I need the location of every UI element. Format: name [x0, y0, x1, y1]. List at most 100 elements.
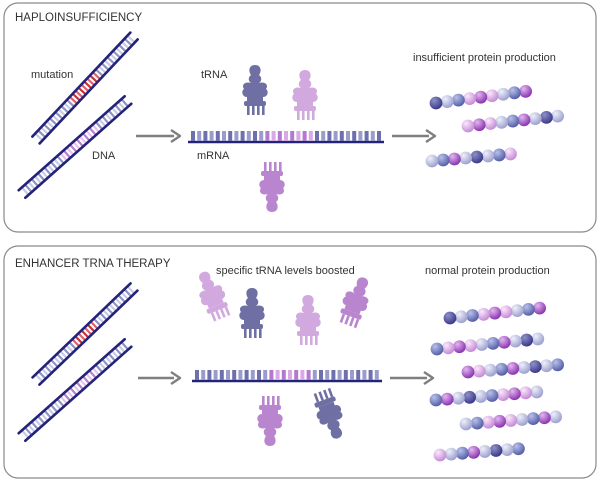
- trna-label: tRNA: [201, 69, 228, 81]
- amino-acid-bead: [533, 301, 546, 315]
- codon: [213, 370, 218, 380]
- trna-anticodon-leg: [312, 111, 315, 120]
- dna-base-pair: [49, 404, 59, 413]
- dna-backbone: [24, 102, 133, 200]
- dna-base-pair: [40, 169, 49, 179]
- codon: [302, 131, 307, 141]
- dna-base-pair: [117, 101, 126, 111]
- dna-base-pair: [66, 99, 75, 108]
- codon: [257, 370, 261, 380]
- trna-group: [242, 65, 318, 212]
- trna-stem: [297, 331, 319, 336]
- dna-base-pair: [21, 429, 30, 439]
- codon: [368, 370, 373, 380]
- codon: [308, 131, 313, 141]
- codon: [240, 131, 245, 141]
- arrow-head: [170, 129, 182, 143]
- codon: [238, 370, 243, 380]
- amino-acid-bead: [519, 386, 532, 400]
- trna-anticodon-leg: [259, 329, 262, 338]
- trna-icon: [257, 396, 283, 446]
- codon: [277, 131, 282, 141]
- amino-acid-bead: [430, 342, 444, 356]
- trna-anticodon-leg: [302, 111, 305, 120]
- trna-icon: [259, 162, 285, 212]
- trna-anticodon-leg: [219, 308, 226, 318]
- codon: [244, 370, 249, 380]
- amino-acid-bead: [530, 385, 544, 399]
- dna-base-pair: [69, 386, 78, 396]
- dna-base-pair: [37, 172, 46, 182]
- trna-icon: [199, 271, 231, 322]
- dna-base-pair: [104, 355, 113, 365]
- amino-acid-bead: [484, 117, 497, 130]
- amino-acid-bead: [488, 306, 502, 320]
- panel-haploinsufficiency: HAPLOINSUFFICIENCY mutation DNA tRNA mRN…: [3, 2, 597, 233]
- codon: [197, 131, 202, 141]
- codon: [296, 131, 301, 141]
- amino-acid-bead: [459, 417, 473, 431]
- dna-base-pair: [104, 112, 113, 122]
- codon: [374, 370, 379, 380]
- codon: [331, 370, 336, 380]
- codon: [246, 131, 251, 141]
- codon: [288, 370, 292, 380]
- dna-base-pair: [71, 92, 81, 102]
- dna-base-pair: [48, 117, 58, 126]
- amino-acid-bead: [448, 152, 461, 166]
- amino-acid-bead: [540, 110, 553, 124]
- dna-base-pair: [92, 71, 101, 80]
- dna-base-pair: [46, 406, 56, 416]
- amino-acid-bead: [512, 442, 525, 456]
- dna-base-pair: [69, 143, 78, 153]
- trna-anticodon-leg: [224, 306, 231, 316]
- codon: [294, 370, 299, 380]
- amino-acid-bead: [549, 410, 562, 424]
- amino-acid-bead: [496, 388, 510, 402]
- panel-frame: [3, 245, 597, 479]
- dna-base-pair: [72, 384, 81, 394]
- dna-backbone: [17, 94, 126, 192]
- dna-base-pair: [53, 356, 62, 365]
- codon: [222, 131, 226, 141]
- codon: [215, 131, 220, 141]
- dna-base-pair: [74, 335, 84, 345]
- dna-base-pair: [89, 74, 99, 84]
- dna-base-pair: [43, 123, 52, 132]
- arrow-head: [170, 371, 182, 385]
- amino-acid-bead: [463, 92, 476, 106]
- arrow-right-icon: [138, 371, 182, 385]
- mrna-label: mRNA: [197, 150, 230, 162]
- amino-acid-bead: [470, 416, 484, 430]
- trna-anticodon-leg: [247, 106, 250, 115]
- amino-acid-bead: [478, 445, 492, 458]
- amino-acid-bead: [470, 150, 484, 164]
- dna-base-pair: [107, 109, 117, 119]
- trna-stem: [261, 171, 283, 176]
- dna-base-pair: [37, 370, 47, 380]
- dna-base-pair: [112, 50, 122, 59]
- dna-base-pair: [21, 186, 30, 196]
- trna-stem: [294, 106, 316, 111]
- amino-acid-bead: [504, 414, 518, 427]
- codon: [321, 131, 326, 141]
- dna-base-pair: [37, 415, 46, 425]
- codon: [281, 370, 286, 380]
- codon: [339, 131, 344, 141]
- dna-base-pair: [115, 47, 124, 56]
- codon: [195, 370, 199, 380]
- dna-base-pair: [34, 132, 44, 142]
- trna-anticodon-leg: [315, 336, 318, 345]
- dna-base-pair: [114, 297, 123, 307]
- output-label: normal protein production: [425, 265, 550, 277]
- amino-acid-bead: [477, 307, 490, 321]
- dna-base-pair: [27, 423, 36, 433]
- amino-acid-bead: [456, 446, 469, 460]
- codon: [377, 131, 381, 141]
- trna-anticodon-leg: [277, 396, 280, 405]
- trna-anticodon-leg: [210, 312, 217, 322]
- mrna-strand: [188, 131, 384, 144]
- dna-base-pair: [46, 163, 56, 173]
- dna-base-pair: [43, 166, 52, 176]
